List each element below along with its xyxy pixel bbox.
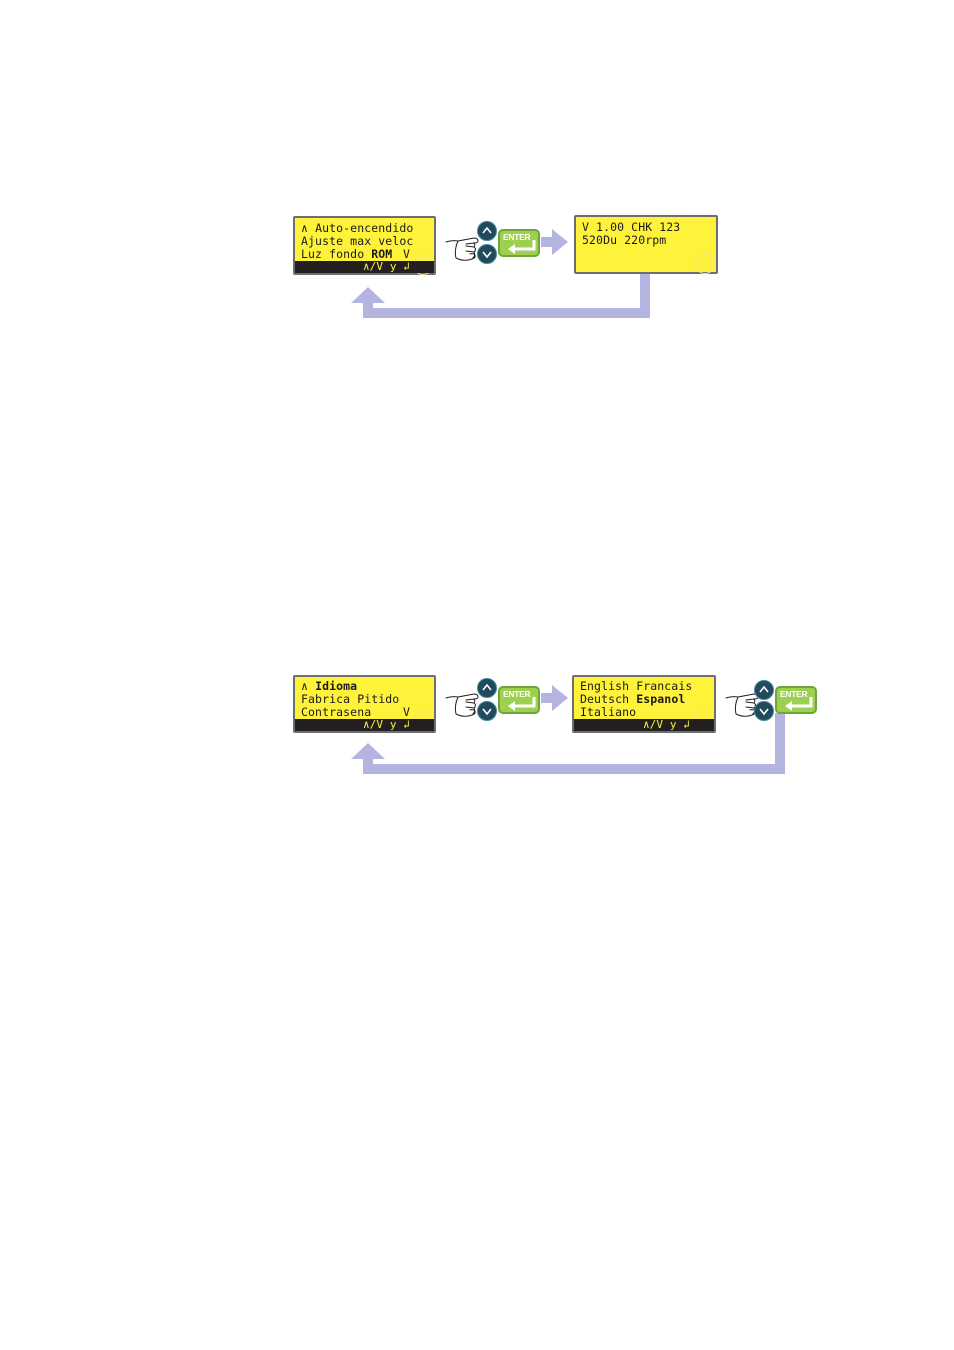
lcd-menu-display: ∧ Idioma Fabrica Pitido Contrasena V ∧/V… <box>293 675 436 733</box>
up-arrow-button-icon <box>481 225 493 237</box>
menu-item-rom-selected: ROM <box>371 247 392 261</box>
down-arrow-button[interactable] <box>754 701 774 721</box>
enter-key-icon <box>500 688 538 712</box>
scroll-up-indicator: ∧ <box>301 221 315 235</box>
lcd-hint-bar: ∧/V y ↲ <box>574 719 714 731</box>
navigation-hint: ∧/V y ↲ <box>363 261 410 273</box>
lcd-language-display: English Francais Deutsch Espanol Italian… <box>572 675 716 733</box>
down-arrow-button-icon <box>481 248 493 260</box>
lcd-hint-bar: ∧/V y ↲ <box>295 719 434 731</box>
device-speed-line: 520Du 220rpm <box>582 234 666 247</box>
scroll-up-indicator: ∧ <box>301 679 315 693</box>
navigation-hint: ∧/V y ↲ <box>643 719 690 731</box>
enter-key-icon <box>777 688 815 712</box>
menu-item-contrasena: Contrasena <box>301 706 371 719</box>
down-arrow-button-icon <box>758 705 770 717</box>
flow-arrow-top-right <box>541 229 568 255</box>
lcd-version-display: V 1.00 CHK 123 520Du 220rpm <box>574 215 718 274</box>
up-arrow-button[interactable] <box>477 221 497 241</box>
up-arrow-button[interactable] <box>477 678 497 698</box>
lcd-corner-marker <box>695 254 715 274</box>
enter-button[interactable]: ENTER <box>498 229 540 257</box>
up-arrow-button-icon <box>758 684 770 696</box>
flow-arrow-bottom-right <box>541 685 568 711</box>
language-option-italiano: Italiano <box>580 706 636 719</box>
enter-key-icon <box>500 231 538 255</box>
up-arrow-button-icon <box>481 682 493 694</box>
down-arrow-button[interactable] <box>477 701 497 721</box>
navigation-hint: ∧/V y ↲ <box>363 719 410 731</box>
down-arrow-button-icon <box>481 705 493 717</box>
down-arrow-button[interactable] <box>477 244 497 264</box>
enter-button[interactable]: ENTER <box>775 686 817 714</box>
up-arrow-button[interactable] <box>754 680 774 700</box>
menu-item-auto-encendido: Auto-encendido <box>315 221 413 235</box>
menu-item-luz-fondo: Luz fondo <box>301 247 371 261</box>
language-option-deutsch: Deutsch <box>580 692 636 706</box>
lcd-hint-bar: ∧/V y ↲ <box>295 261 434 273</box>
language-option-espanol-selected: Espanol <box>636 692 685 706</box>
flow-arrow-top-return <box>351 272 650 318</box>
lcd-menu-display: ∧ Auto-encendido Ajuste max veloc Luz fo… <box>293 216 436 275</box>
menu-item-idioma-selected: Idioma <box>315 679 357 693</box>
enter-button[interactable]: ENTER <box>498 686 540 714</box>
